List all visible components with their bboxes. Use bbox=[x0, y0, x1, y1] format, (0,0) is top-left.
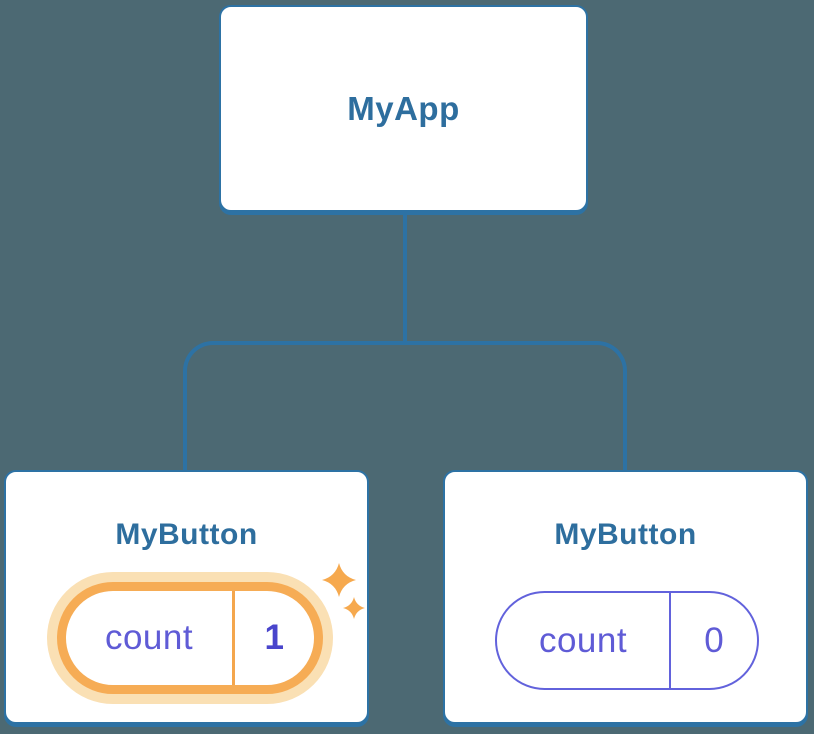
connector-branch-bracket bbox=[183, 341, 627, 470]
state-key-cell: count bbox=[497, 593, 669, 688]
state-value-cell: 0 bbox=[671, 593, 757, 688]
sparkles-icon bbox=[322, 563, 365, 619]
component-name-label: MyApp bbox=[347, 89, 460, 127]
pill-divider bbox=[232, 591, 235, 685]
component-node-mybutton-1: MyButton count 1 bbox=[4, 470, 369, 724]
state-key-label: count bbox=[538, 620, 628, 660]
state-value-label: 0 bbox=[704, 620, 724, 660]
state-value-label: 1 bbox=[264, 618, 284, 657]
component-node-myapp: MyApp bbox=[219, 5, 588, 212]
component-node-mybutton-2: MyButton count 0 bbox=[443, 470, 808, 724]
component-name-label: MyButton bbox=[554, 518, 697, 551]
state-key-cell: count bbox=[66, 591, 232, 685]
pill-divider bbox=[669, 593, 671, 688]
state-key-label: count bbox=[104, 618, 194, 657]
state-value-cell: 1 bbox=[235, 591, 315, 685]
component-name-label: MyButton bbox=[115, 518, 258, 551]
state-pill: count 0 bbox=[495, 591, 759, 690]
connector-stem-line bbox=[403, 212, 407, 345]
state-pill-highlighted: count 1 bbox=[57, 582, 323, 694]
